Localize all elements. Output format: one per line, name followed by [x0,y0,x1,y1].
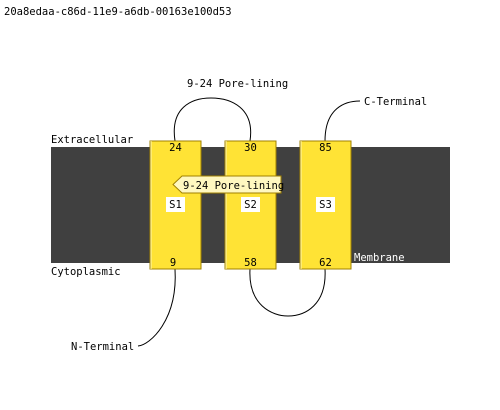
membrane-label: Membrane [354,252,405,264]
extracellular-label: Extracellular [51,134,133,146]
c-terminal-label: C-Terminal [364,96,427,108]
helix-s1-start: 24 [169,142,182,154]
diagram-id: 20a8edaa-c86d-11e9-a6db-00163e100d53 [4,6,232,18]
helix-s2-start: 30 [244,142,257,154]
helix-s1[interactable]: 24 S1 9 [149,140,202,270]
helix-s1-label: S1 [169,199,182,211]
n-terminal-label: N-Terminal [71,341,134,353]
cytoplasmic-loop [249,268,326,317]
helix-s2-end: 58 [244,257,257,269]
loop-label: 9-24 Pore-lining [187,78,288,90]
helix-s3-end: 62 [319,257,332,269]
helix-s3[interactable]: 85 S3 62 [299,140,352,270]
pore-lining-tooltip: 9-24 Pore-lining [172,175,284,194]
extracellular-loop [173,97,252,142]
helix-s3-start: 85 [319,142,332,154]
helix-s2-label-box [241,197,260,212]
tooltip-text: 9-24 Pore-lining [183,180,284,192]
helix-s3-label-box [316,197,335,212]
c-terminal-tail [324,100,361,142]
helix-s1-end: 9 [170,257,176,269]
helix-s2[interactable]: 30 S2 58 [224,140,277,270]
cytoplasmic-label: Cytoplasmic [51,266,121,278]
n-terminal-tail [137,268,176,347]
helix-s2-label: S2 [244,199,257,211]
helix-s3-label: S3 [319,199,332,211]
helix-s1-label-box [166,197,185,212]
